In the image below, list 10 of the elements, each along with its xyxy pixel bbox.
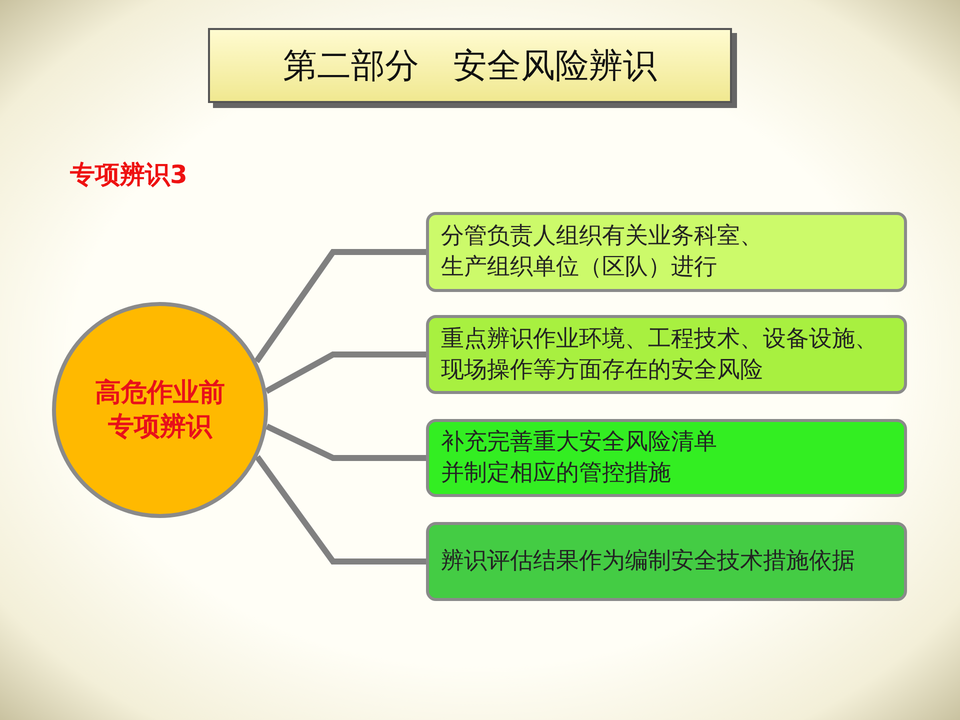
connector-line xyxy=(254,455,426,564)
connector-line xyxy=(254,249,426,364)
text-box: 重点辨识作业环境、工程技术、设备设施、现场操作等方面存在的安全风险 xyxy=(426,315,907,394)
connector-line xyxy=(266,424,426,461)
text-box: 补充完善重大安全风险清单并制定相应的管控措施 xyxy=(426,419,907,497)
text-box: 分管负责人组织有关业务科室、生产组织单位（区队）进行 xyxy=(426,212,907,292)
text-box: 辨识评估结果作为编制安全技术措施依据 xyxy=(426,522,907,601)
section-heading: 专项辨识3 xyxy=(70,159,188,191)
topic-circle: 高危作业前专项辨识 xyxy=(52,302,268,518)
connector-line xyxy=(264,352,426,394)
